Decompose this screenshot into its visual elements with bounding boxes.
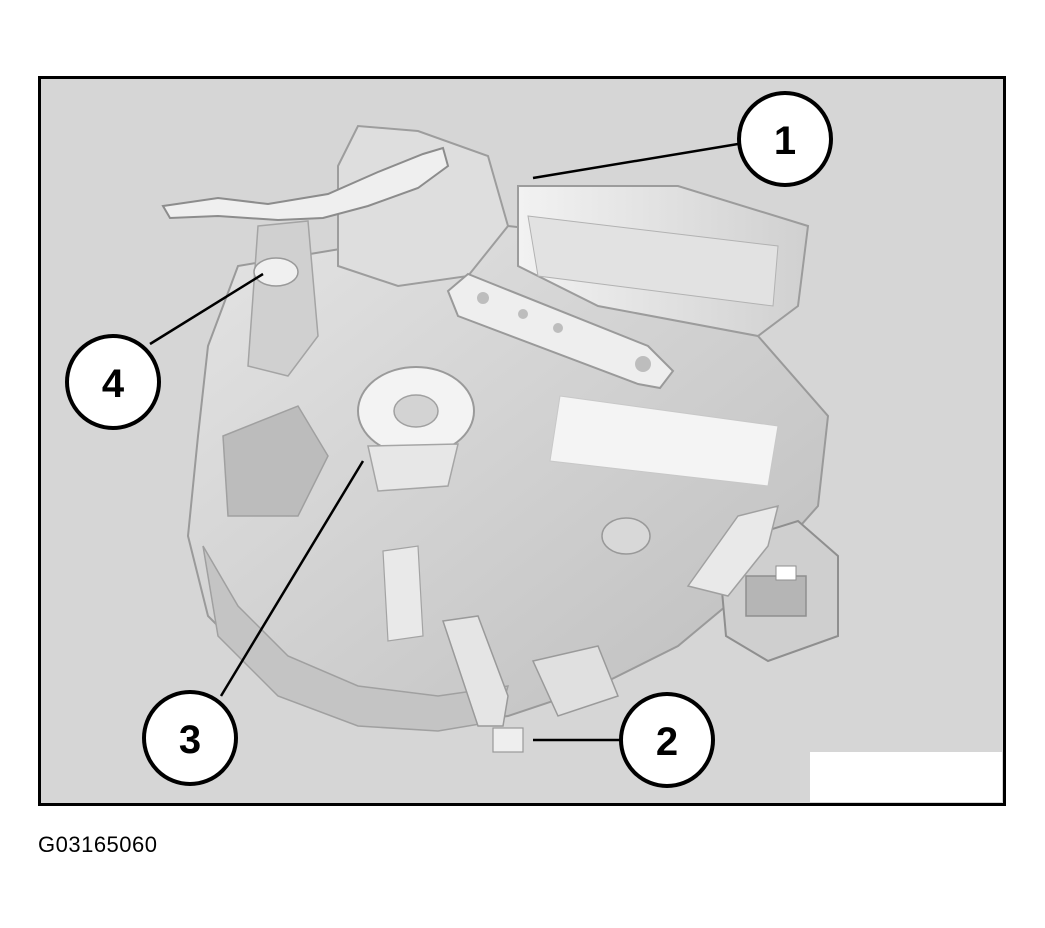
- lock-pin: [253, 257, 299, 287]
- lower-clips: [382, 545, 619, 753]
- motor-housing: [517, 185, 810, 338]
- callout-4: 4: [65, 334, 161, 430]
- leader-lines: [149, 142, 739, 742]
- electrical-connector: [686, 504, 839, 663]
- leader-line-3: [219, 460, 365, 697]
- blank-corner: [810, 752, 1002, 802]
- callout-3-label: 3: [179, 718, 201, 762]
- callout-1-label: 1: [774, 119, 796, 163]
- door-lock-diagram: 1 2 3 4: [38, 76, 1006, 806]
- figure-code-caption: G03165060: [38, 832, 158, 857]
- callout-2-label: 2: [656, 720, 678, 764]
- callout-2: 2: [619, 692, 715, 788]
- leader-line-1: [532, 142, 739, 180]
- lock-housing: [186, 124, 830, 732]
- actuating-lever: [161, 146, 450, 222]
- round-stud: [601, 517, 651, 555]
- callout-3: 3: [142, 690, 238, 786]
- leader-line-4: [149, 272, 264, 346]
- callout-1: 1: [737, 91, 833, 187]
- rotary-gear: [357, 366, 475, 492]
- callout-4-label: 4: [102, 362, 125, 406]
